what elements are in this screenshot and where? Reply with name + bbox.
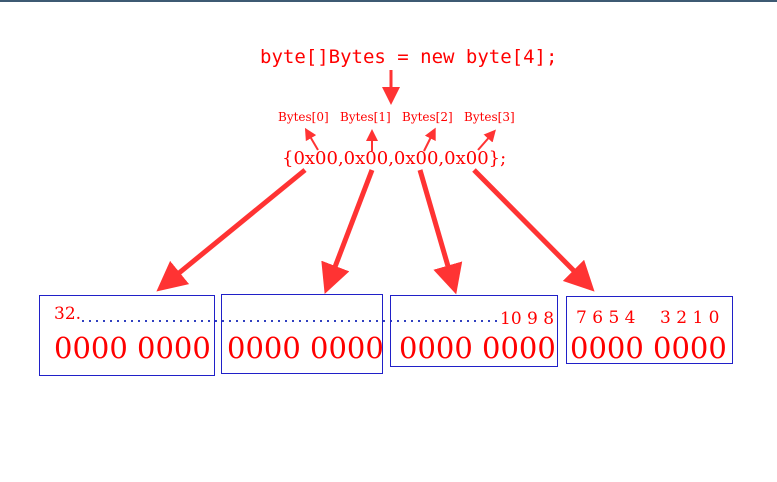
byte-arrow-0 [156, 168, 307, 292]
bit-label-low-b: 3 2 1 0 [660, 308, 720, 328]
top-rule [0, 0, 777, 2]
array-declaration: byte[]Bytes = new byte[4]; [260, 46, 558, 68]
byte-bits-3: 0000 0000 [570, 331, 727, 365]
index-label-1: Bytes[1] [340, 110, 391, 124]
bit-label-mid: 10 9 8 [500, 309, 555, 329]
byte-bits-0: 0000 0000 [54, 331, 211, 365]
byte-box-2 [390, 295, 558, 367]
bit-label-high: 32. [54, 304, 82, 324]
array-initializer: {0x00,0x00,0x00,0x00}; [282, 148, 507, 169]
bit-label-low-a: 7 6 5 4 [576, 308, 636, 328]
index-label-0: Bytes[0] [278, 110, 329, 124]
index-arrow-3 [477, 129, 496, 151]
byte-box-3 [566, 296, 733, 364]
byte-arrow-2 [417, 169, 463, 295]
byte-bits-1: 0000 0000 [227, 331, 384, 365]
index-label-2: Bytes[2] [402, 110, 453, 124]
index-label-3: Bytes[3] [464, 110, 515, 124]
byte-bits-2: 0000 0000 [399, 331, 556, 365]
index-arrow-2 [423, 127, 436, 152]
byte-arrow-1 [321, 169, 375, 295]
byte-box-1 [221, 294, 383, 374]
index-arrow-0 [304, 127, 319, 151]
byte-arrow-3 [472, 168, 595, 292]
byte-box-0 [39, 295, 215, 376]
